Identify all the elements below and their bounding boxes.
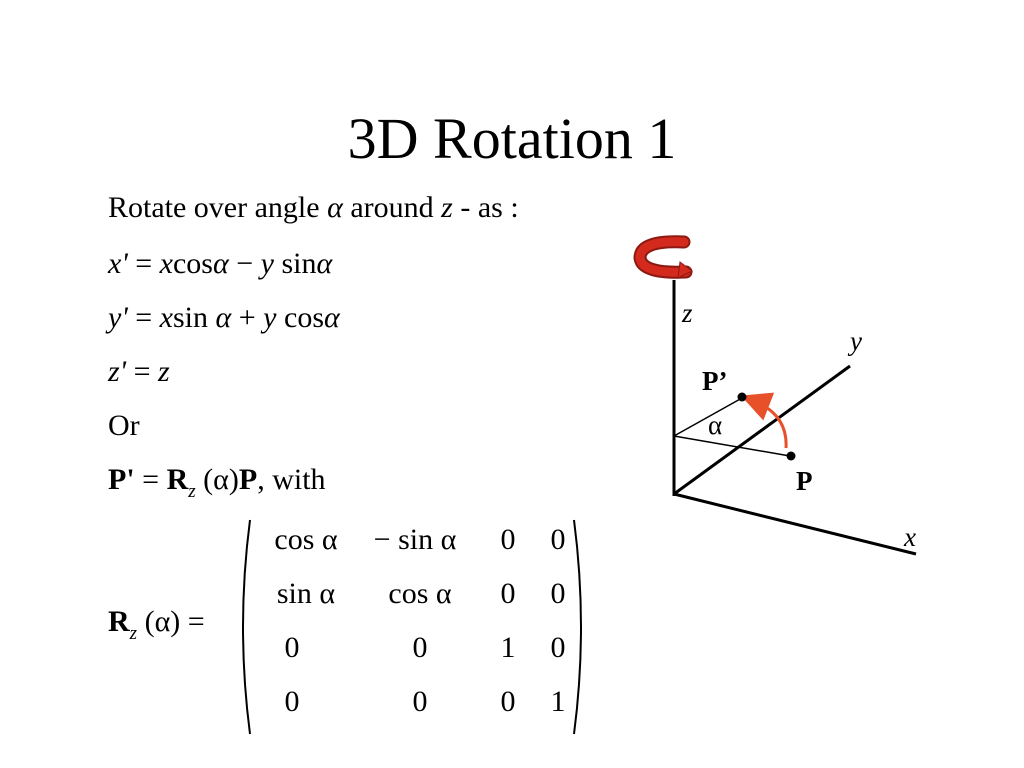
matrix-cell: 0 (412, 631, 428, 664)
diagram-svg (633, 235, 917, 556)
eq-term: x' (108, 247, 128, 280)
matrix-cell: 0 (284, 631, 300, 664)
matrix-cell: 0 (550, 577, 566, 610)
eq-term: α (324, 301, 340, 334)
radius-to-p-prime (673, 397, 743, 437)
intro-text: Rotate over angle (108, 191, 320, 224)
eq-term: P (238, 463, 258, 496)
label-p-prime: P’ (702, 366, 728, 396)
eq-term: x (159, 247, 173, 280)
slide-title: 3D Rotation 1 (347, 106, 677, 171)
eq-term: = (133, 355, 151, 388)
intro-text: - as : (460, 191, 519, 224)
axis-symbol: z (441, 191, 453, 224)
matrix-label: Rz (α) = (108, 604, 205, 644)
label-y: y (850, 326, 862, 356)
compact-equation: P' = Rz (α)P, with (108, 462, 326, 502)
label-x: x (904, 522, 916, 552)
eq-term: (α) (203, 463, 239, 496)
matrix-cell: 1 (500, 631, 516, 664)
eq-term: R (108, 605, 130, 638)
alpha-symbol: α (327, 191, 343, 224)
matrix-cell: 0 (500, 577, 516, 610)
rotation-diagram: z y x P’ α P (620, 230, 1000, 590)
eq-term: y (260, 247, 274, 280)
radius-to-p (673, 435, 791, 457)
matrix-cell: 0 (550, 523, 566, 556)
eq-term: − (236, 247, 254, 280)
eq-term: α (212, 247, 229, 280)
matrix-cell: cos α (274, 523, 338, 556)
eq-subscript: z (188, 481, 196, 502)
eq-term: = (135, 301, 153, 334)
matrix-cell: sin α (276, 577, 336, 610)
eq-term: z' (108, 355, 127, 388)
matrix-cell: − sin α (373, 523, 457, 556)
matrix-cell: 1 (550, 685, 566, 718)
eq-term: (α) = (144, 605, 205, 638)
eq-term: sin (281, 247, 317, 280)
equation-z: z' = z (108, 354, 170, 390)
matrix-cell: 0 (500, 685, 516, 718)
rotation-matrix: Rz (α) = cos α − sin α 0 0 sin α cos α 0… (108, 512, 608, 742)
eq-term: α (316, 247, 333, 280)
rotation-icon (633, 235, 693, 279)
label-z: z (682, 298, 693, 328)
eq-term: z (158, 355, 170, 388)
matrix-cell: 0 (550, 631, 566, 664)
equation-x: x' = xcosα − y sinα (108, 246, 332, 282)
point-p (786, 451, 796, 461)
x-axis (673, 492, 917, 556)
eq-term: cos (172, 247, 213, 280)
eq-term: + (238, 301, 256, 334)
intro-text: around (350, 191, 434, 224)
eq-term: y' (108, 301, 128, 334)
eq-term: P' (108, 463, 135, 496)
label-p: P (796, 466, 813, 496)
eq-term: α (215, 301, 232, 334)
or-text: Or (108, 409, 140, 442)
right-paren (573, 519, 582, 735)
matrix-cell: 0 (500, 523, 516, 556)
label-alpha: α (708, 410, 723, 440)
eq-term: = (135, 247, 153, 280)
eq-term: y (263, 301, 277, 334)
point-p-prime (737, 392, 747, 402)
rotation-arc (740, 392, 788, 449)
eq-term: = (142, 463, 160, 496)
matrix-cell: 0 (284, 685, 300, 718)
y-axis (673, 364, 851, 496)
eq-term: R (166, 463, 189, 496)
eq-subscript: z (129, 623, 138, 644)
eq-term: , with (257, 463, 326, 496)
left-paren (242, 519, 251, 735)
matrix-cell: cos α (388, 577, 452, 610)
eq-term: cos (284, 301, 324, 334)
eq-term: x (159, 301, 173, 334)
matrix-cell: 0 (412, 685, 428, 718)
intro-line: Rotate over angle α around z - as : (108, 190, 519, 226)
eq-term: sin (172, 301, 208, 334)
equation-y: y' = xsin α + y cosα (108, 300, 340, 336)
